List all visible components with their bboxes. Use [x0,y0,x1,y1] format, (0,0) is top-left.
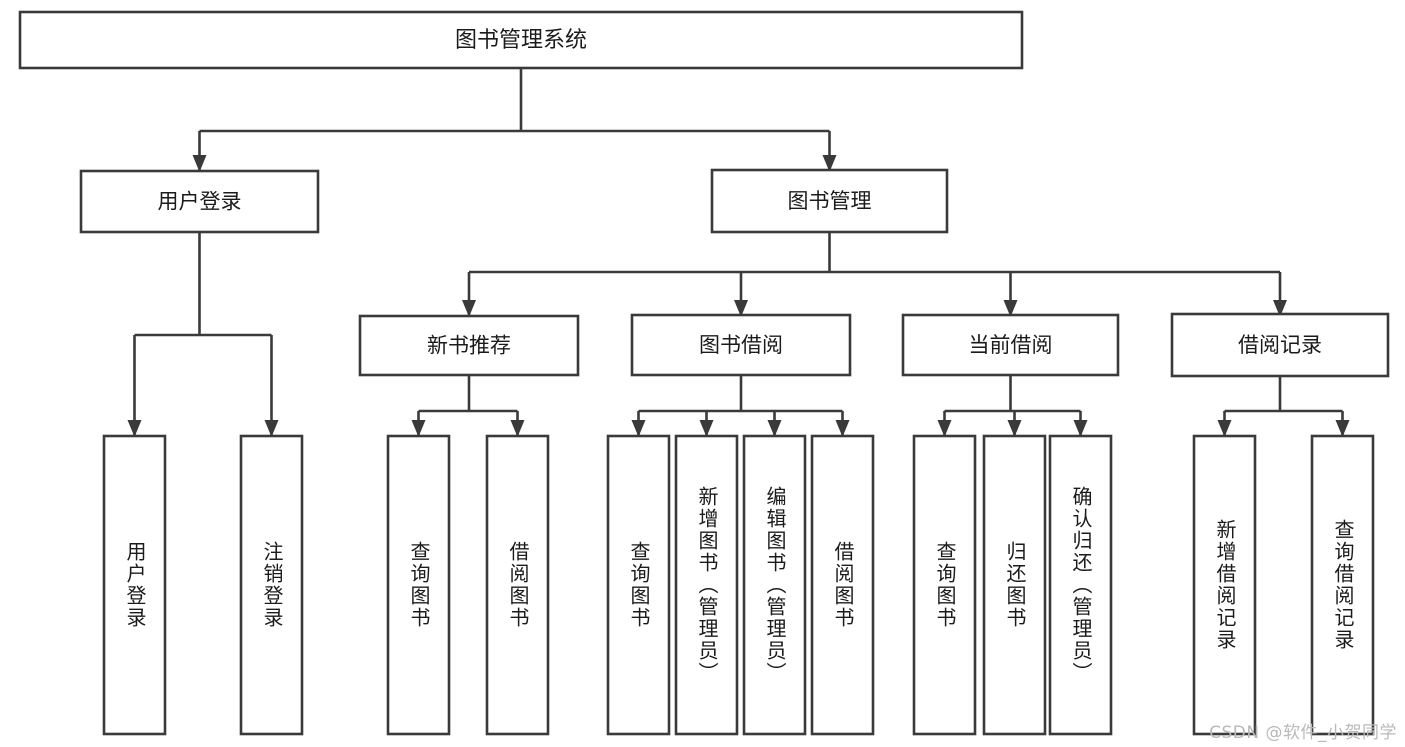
l2-2-arrow-2 [1073,420,1088,437]
l2-1-arrow-2 [767,420,782,437]
node-l2-2[interactable] [901,313,1120,377]
l2-3-arrow-1 [1335,420,1350,437]
root-arrow-0 [192,155,207,172]
node-root-图书管理系统[interactable] [18,10,1024,70]
user-arrow-1 [264,420,279,437]
manage-arrow-1 [734,300,748,317]
l2-0-arrow-1 [510,420,525,437]
l2-1-arrow-1 [699,420,714,437]
manage-arrow-3 [1273,300,1287,317]
node-leaf-5[interactable] [674,434,739,736]
node-leaf-9[interactable] [982,434,1047,736]
l2-1-arrow-0 [631,420,646,437]
node-leaf-6[interactable] [742,434,807,736]
l2-1-arrow-3 [835,420,850,437]
node-leaf-8[interactable] [912,434,977,736]
node-leaf-1[interactable] [239,434,304,736]
node-l1-0[interactable] [79,169,320,234]
node-leaf-4[interactable] [606,434,671,736]
node-leaf-2[interactable] [386,434,451,736]
node-l1-1[interactable] [710,168,949,234]
node-label-l1-1: 图书管理 [788,189,872,213]
node-label-root: 图书管理系统 [455,28,587,53]
node-label-l2-2: 当前借阅 [969,333,1053,357]
node-label-l2-3: 借阅记录 [1238,333,1322,357]
node-l2-0[interactable] [358,314,580,377]
l2-0-arrow-0 [411,420,426,437]
manage-arrow-0 [462,300,476,317]
node-leaf-12[interactable] [1310,434,1375,736]
node-label-l1-0: 用户登录 [158,190,242,214]
l2-2-arrow-0 [937,420,952,437]
connector-layer [127,68,1350,437]
root-arrow-1 [822,155,837,172]
node-l2-3[interactable] [1170,312,1390,378]
l2-3-arrow-0 [1217,420,1232,437]
node-layer [18,10,1390,736]
node-leaf-10[interactable] [1048,434,1113,736]
node-label-l2-0: 新书推荐 [427,334,511,358]
l2-2-arrow-1 [1007,420,1022,437]
node-leaf-0[interactable] [102,434,167,736]
node-label-l2-1: 图书借阅 [699,333,783,357]
manage-arrow-2 [1003,300,1018,317]
user-arrow-0 [127,420,142,437]
watermark: CSDN @软件_小贺同学 [1209,723,1397,743]
node-l2-1[interactable] [630,313,852,377]
node-leaf-3[interactable] [485,434,550,736]
node-leaf-11[interactable] [1192,434,1257,736]
node-leaf-7[interactable] [810,434,875,736]
